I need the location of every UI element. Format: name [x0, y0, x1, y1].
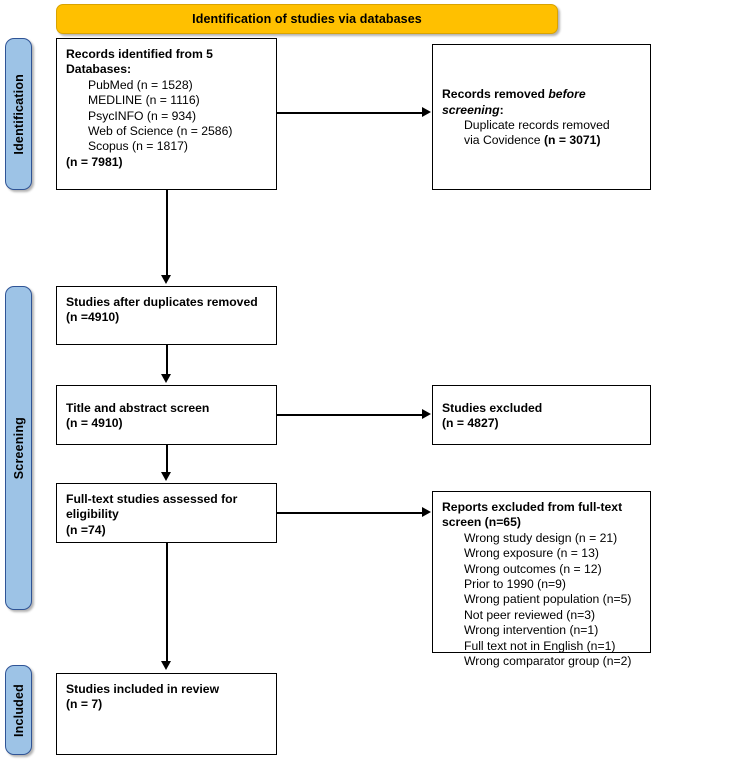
removed-item: via Covidence (n = 3071): [464, 133, 641, 148]
connector-identified-to-after-duplicates: [166, 190, 168, 277]
removed-item-text: via Covidence: [464, 133, 544, 148]
box-after-duplicates: Studies after duplicates removed (n =491…: [56, 286, 277, 345]
exclusion-reason: Wrong outcomes (n = 12): [464, 561, 602, 576]
stage-pill-identification-label: Identification: [11, 73, 26, 155]
arrowhead-identified-to-after-duplicates: [161, 275, 171, 284]
connector-full-text-to-included: [166, 543, 168, 663]
stage-pill-screening-label: Screening: [11, 416, 26, 480]
box-full-text-assessed: Full-text studies assessed for eligibili…: [56, 483, 277, 543]
stage-pill-included: Included: [5, 665, 32, 755]
connector-title-abstract-to-full-text: [166, 445, 168, 474]
box-records-removed-heading-italic: before screening: [442, 87, 586, 117]
stage-pill-identification: Identification: [5, 38, 32, 190]
exclusion-reason: Wrong comparator group (n=2): [464, 654, 632, 669]
exclusion-reason: Prior to 1990 (n=9): [464, 577, 566, 592]
box-studies-excluded-count: (n = 4827): [442, 416, 499, 430]
removed-item-count: (n = 3071): [543, 133, 601, 148]
database-item: PsycINFO (n = 934): [88, 108, 197, 123]
box-title-abstract-screen-count: (n = 4910): [66, 416, 123, 430]
box-title-abstract-screen-heading: Title and abstract screen: [66, 400, 210, 415]
arrowhead-full-text-to-reports-excluded: [422, 507, 431, 517]
database-item: PubMed (n = 1528): [88, 77, 193, 92]
box-records-identified-list: PubMed (n = 1528) MEDLINE (n = 1116) Psy…: [66, 78, 267, 155]
box-studies-included-count: (n = 7): [66, 697, 103, 712]
box-records-removed-heading-tail: :: [499, 102, 504, 117]
connector-title-abstract-to-excluded: [277, 414, 423, 416]
box-studies-excluded: Studies excluded (n = 4827): [432, 385, 651, 445]
box-studies-included: Studies included in review (n = 7): [56, 673, 277, 755]
stage-pill-screening: Screening: [5, 286, 32, 610]
stage-pill-included-label: Included: [11, 683, 26, 737]
box-reports-excluded-list: Wrong study design (n = 21) Wrong exposu…: [442, 531, 641, 670]
arrowhead-identified-to-removed: [422, 107, 431, 117]
box-reports-excluded: Reports excluded from full-text screen (…: [432, 491, 651, 668]
database-item: Web of Science (n = 2586): [88, 124, 233, 139]
box-after-duplicates-heading: Studies after duplicates removed: [66, 295, 258, 309]
box-records-identified-total: (n = 7981): [66, 154, 123, 169]
box-full-text-assessed-count: (n =74): [66, 522, 106, 537]
box-records-identified: Records identified from 5 Databases: Pub…: [56, 38, 277, 190]
box-records-removed-list: Duplicate records removed via Covidence …: [442, 118, 641, 149]
box-studies-excluded-heading: Studies excluded: [442, 400, 543, 415]
arrowhead-full-text-to-included: [161, 661, 171, 670]
database-item: Scopus (n = 1817): [88, 139, 188, 154]
box-records-removed-heading-plain: Records removed: [442, 87, 549, 102]
box-records-identified-heading: Records identified from 5 Databases:: [66, 47, 213, 77]
arrowhead-title-abstract-to-full-text: [161, 472, 171, 481]
arrowhead-after-duplicates-to-title-abstract: [161, 374, 171, 383]
exclusion-reason: Wrong study design (n = 21): [464, 530, 618, 545]
exclusion-reason: Wrong exposure (n = 13): [464, 546, 599, 561]
box-records-removed-heading: Records removed before screening:: [442, 87, 641, 118]
removed-item: Duplicate records removed: [464, 118, 610, 132]
identification-banner-label: Identification of studies via databases: [192, 12, 422, 26]
exclusion-reason: Full text not in English (n=1): [464, 638, 616, 653]
connector-after-duplicates-to-title-abstract: [166, 345, 168, 376]
connector-identified-to-removed: [277, 112, 423, 114]
database-item: MEDLINE (n = 1116): [88, 93, 200, 108]
box-after-duplicates-count: (n =4910): [66, 310, 120, 325]
exclusion-reason: Wrong intervention (n=1): [464, 623, 599, 638]
exclusion-reason: Not peer reviewed (n=3): [464, 607, 596, 622]
box-studies-included-heading: Studies included in review: [66, 682, 220, 696]
box-reports-excluded-heading: Reports excluded from full-text screen (…: [442, 500, 623, 530]
exclusion-reason: Wrong patient population (n=5): [464, 592, 632, 607]
identification-banner: Identification of studies via databases: [56, 4, 558, 34]
arrowhead-title-abstract-to-excluded: [422, 409, 431, 419]
box-full-text-assessed-heading: Full-text studies assessed for eligibili…: [66, 492, 238, 522]
connector-full-text-to-reports-excluded: [277, 512, 423, 514]
box-records-removed: Records removed before screening: Duplic…: [432, 44, 651, 190]
box-title-abstract-screen: Title and abstract screen (n = 4910): [56, 385, 277, 445]
